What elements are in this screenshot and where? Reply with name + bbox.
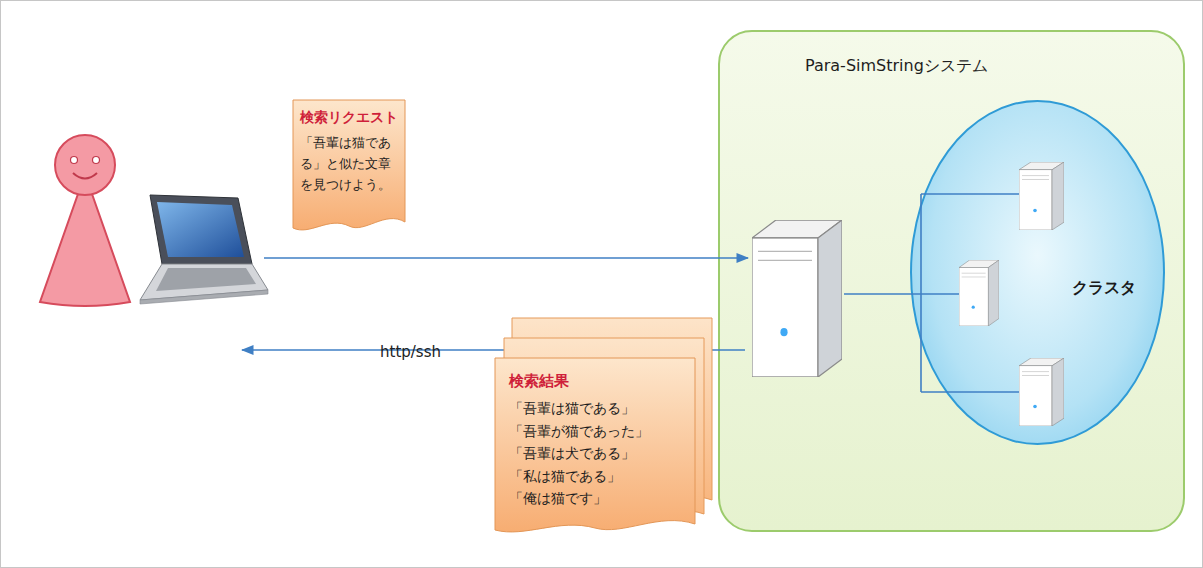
node-text: 「私は猫である」 bbox=[509, 465, 683, 488]
cluster-server-icon bbox=[1019, 358, 1064, 426]
user-head bbox=[55, 135, 115, 195]
main-server-icon bbox=[752, 220, 842, 377]
request-arrow bbox=[264, 257, 748, 259]
system-panel: Para-SimStringシステム クラスタ bbox=[718, 30, 1185, 532]
user-figure bbox=[40, 135, 130, 306]
cluster-server-icon bbox=[959, 260, 999, 326]
node-text: 「吾輩は猫である」 bbox=[509, 397, 683, 420]
result-note: 検索結果「吾輩は猫である」「吾輩が猫であった」「吾輩は犬である」「私は猫である」… bbox=[495, 358, 695, 536]
cluster-servers-art bbox=[912, 102, 1167, 447]
cluster-circle: クラスタ bbox=[910, 100, 1165, 445]
cluster-server-icon bbox=[1019, 162, 1064, 230]
cluster-bracket bbox=[844, 194, 1019, 392]
user-body bbox=[40, 194, 130, 306]
node-heading: クラスタ bbox=[1072, 278, 1163, 299]
request-note: 検索リクエスト「吾輩は猫である」と似た文章を見つけよう。 bbox=[293, 100, 405, 234]
note-outline bbox=[495, 358, 695, 532]
laptop-icon bbox=[140, 195, 268, 304]
node-heading: Para-SimStringシステム bbox=[805, 56, 1183, 77]
node-text: 「吾輩が猫であった」 bbox=[509, 420, 683, 443]
protocol-label: http/ssh bbox=[380, 343, 441, 361]
node-text: 「吾輩は猫である」と似た文章を見つけよう。 bbox=[300, 132, 399, 195]
node-text: 「吾輩は犬である」 bbox=[509, 442, 683, 465]
laptop-screen bbox=[150, 195, 252, 264]
note-outline bbox=[293, 100, 405, 230]
protocol-label-holder: http/ssh bbox=[380, 343, 441, 361]
node-text: 「俺は猫です」 bbox=[509, 487, 683, 510]
node-heading: 検索リクエスト bbox=[300, 109, 399, 127]
node-heading: 検索結果 bbox=[509, 372, 683, 391]
